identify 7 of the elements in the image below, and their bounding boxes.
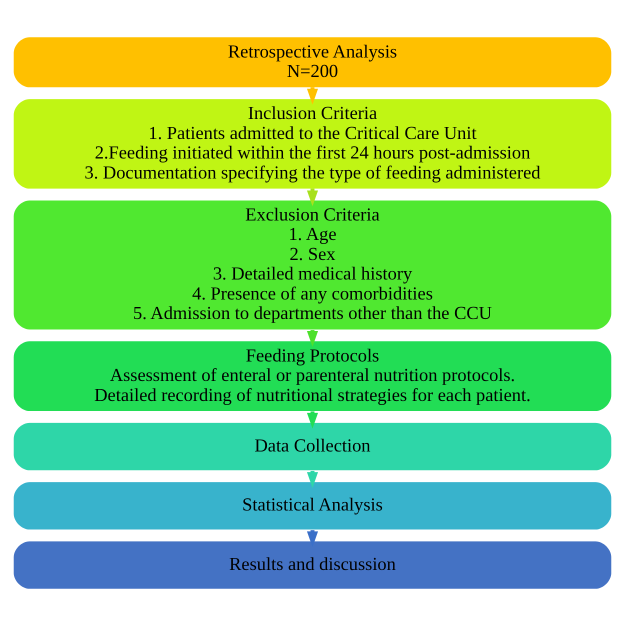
node-box: Statistical Analysis <box>14 482 612 529</box>
node-box: Feeding Protocols Assessment of enteral or parenteral nutrition protocols. Detailed recording of nutritional strategies for each patient. <box>14 340 612 411</box>
node-box: Exclusion Criteria 1. Age 2. Sex 3. Detailed medical history 4. Presence of any comorbidities 5. Admission to departments other than the CCU <box>14 200 612 329</box>
node-box: Inclusion Criteria 1. Patients admitted to the Critical Care Unit 2.Feeding initiated within the first 24 hours post-admission 3. Documentation specifying the type of feeding administered <box>14 98 612 188</box>
node-box: Retrospective Analysis N=200 <box>14 36 612 87</box>
node-box: Results and discussion <box>14 540 612 588</box>
node-box: Data Collection <box>14 422 612 470</box>
